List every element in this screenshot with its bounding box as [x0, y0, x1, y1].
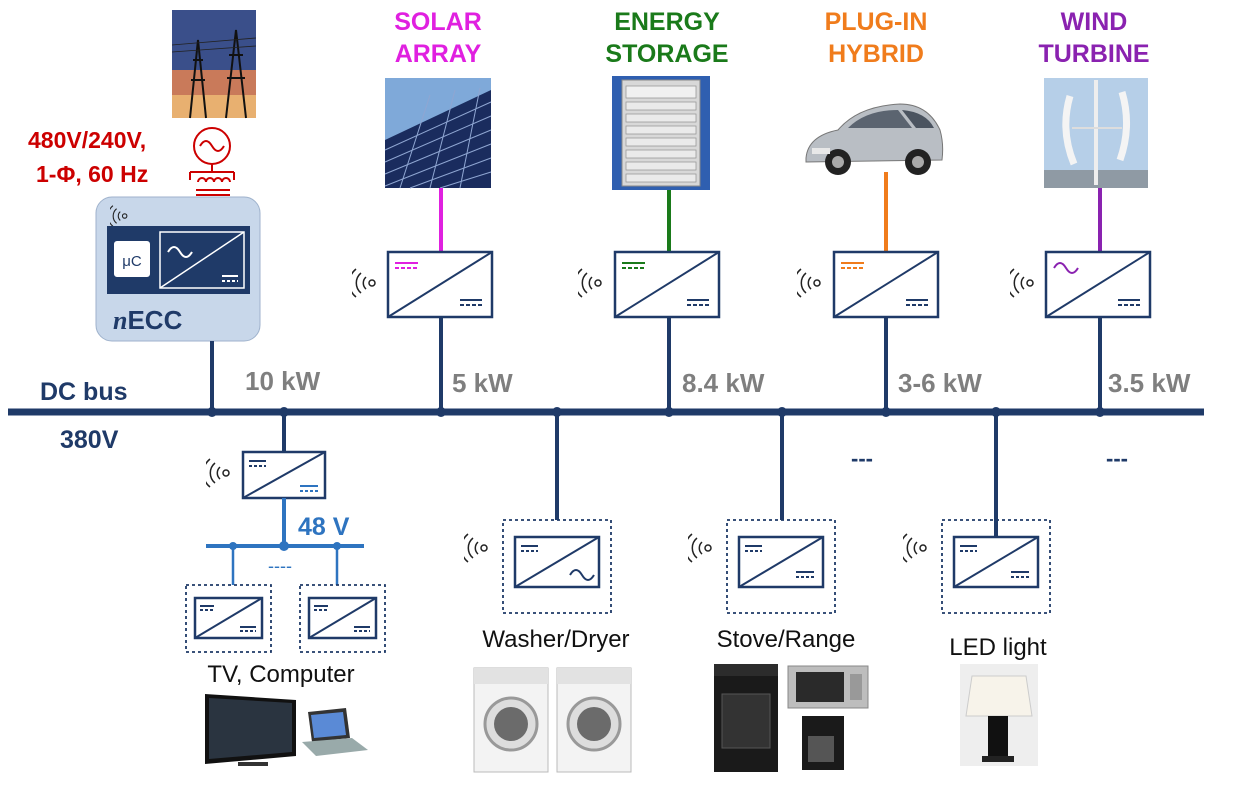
load-stove-range[interactable]: Stove/Range: [685, 412, 869, 772]
stove-range-icon: [714, 664, 869, 772]
solar-title-line1: SOLAR: [394, 8, 482, 36]
bus-ellipsis-2: ---: [1106, 446, 1128, 471]
tv-laptop-icon: [205, 694, 368, 766]
car-icon: [805, 103, 944, 175]
sub-bus-voltage: 48 V: [298, 513, 350, 541]
source-solar-array[interactable]: SOLAR ARRAY 5 kW: [349, 8, 513, 412]
storage-title-line2: STORAGE: [605, 40, 728, 68]
washer-dryer-icon: [473, 667, 632, 773]
source-wind-turbine[interactable]: WIND TURBINE 3.5 kW: [1007, 8, 1191, 412]
load-led-light[interactable]: LED light: [900, 412, 1051, 766]
storage-power-label: 8.4 kW: [682, 368, 765, 398]
tv-computer-label: TV, Computer: [207, 661, 354, 688]
necc-label: nECC: [113, 305, 183, 335]
grid-phase-label: 1-Φ, 60 Hz: [36, 161, 148, 187]
storage-title-line1: ENERGY: [614, 8, 720, 36]
necc-controller[interactable]: μC nECC: [95, 196, 261, 342]
wireless-icon: [1010, 268, 1034, 298]
dc-bus-label: DC bus: [40, 378, 128, 406]
wind-title-line2: TURBINE: [1038, 40, 1149, 68]
wireless-icon: [903, 533, 927, 563]
grid-power-label: 10 kW: [245, 366, 321, 396]
wireless-icon: [206, 458, 230, 488]
bus-ellipsis-1: ---: [851, 446, 873, 471]
load-tv-computer[interactable]: 48 V ---- TV, Computer: [185, 412, 386, 766]
wind-power-label: 3.5 kW: [1108, 368, 1191, 398]
dc-bus: DC bus 380V: [8, 378, 1204, 454]
wireless-icon: [352, 268, 376, 298]
wireless-icon: [797, 268, 821, 298]
ac-source-icon: [193, 127, 231, 165]
led-light-label: LED light: [949, 634, 1047, 661]
load-washer-dryer[interactable]: Washer/Dryer: [461, 412, 632, 773]
dc-bus-voltage: 380V: [60, 426, 119, 454]
wind-title-line1: WIND: [1061, 8, 1128, 36]
solar-title-line2: ARRAY: [395, 40, 482, 68]
washer-dryer-label: Washer/Dryer: [482, 626, 629, 653]
solar-power-label: 5 kW: [452, 368, 513, 398]
sub-bus-ellipsis: ----: [268, 556, 292, 576]
stove-range-label: Stove/Range: [717, 626, 856, 653]
hybrid-power-label: 3-6 kW: [898, 368, 982, 398]
grid-voltage-label: 480V/240V,: [28, 127, 146, 153]
hybrid-title-line1: PLUG-IN: [825, 8, 928, 36]
wireless-icon: [464, 533, 488, 563]
hybrid-title-line2: HYBRID: [828, 40, 924, 68]
wireless-icon: [688, 533, 712, 563]
microcontroller-label: μC: [122, 253, 142, 270]
source-energy-storage[interactable]: ENERGY STORAGE 8.4 kW: [575, 8, 765, 412]
battery-rack-icon: [612, 76, 710, 190]
grid-connection: 480V/240V, 1-Φ, 60 Hz μC: [28, 10, 321, 412]
wind-turbine-icon: [1044, 78, 1148, 188]
wireless-icon: [578, 268, 602, 298]
source-plug-in-hybrid[interactable]: PLUG-IN HYBRID 3-6 kW: [794, 8, 982, 412]
solar-panel-icon: [384, 78, 492, 189]
microcontroller-chip-icon: [112, 239, 152, 279]
lamp-icon: [960, 664, 1038, 766]
transmission-tower-icon: [171, 10, 257, 119]
